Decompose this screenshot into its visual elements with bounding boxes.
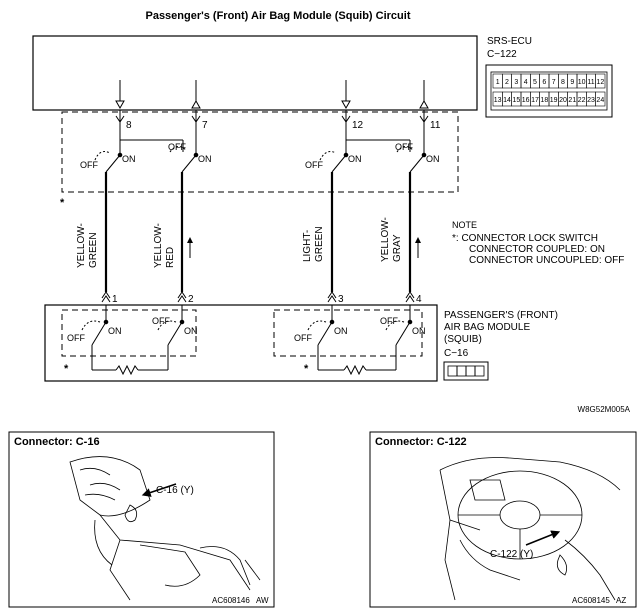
switch-on-label: ON [334, 326, 348, 336]
switch-off-label: OFF [67, 333, 85, 343]
ecu-pin-number: 12 [596, 79, 604, 86]
ecu-connector-label: C−122 [487, 49, 517, 60]
ecu-pin-number: 6 [542, 79, 546, 86]
ecu-pin-number: 19 [550, 97, 558, 104]
panel-right-code-suffix: AZ [616, 596, 626, 605]
srs-ecu-box [32, 35, 478, 111]
wire-2-color: YELLOW- [153, 223, 164, 268]
ecu-pin-number: 10 [578, 79, 586, 86]
ecu-pin-number: 5 [533, 79, 537, 86]
ecu-pin-number: 17 [531, 97, 539, 104]
wire-1-color-2: GREEN [88, 232, 99, 268]
note-line-2: CONNECTOR COUPLED: ON [469, 244, 605, 255]
panel-left-code-suffix: AW [256, 596, 269, 605]
switch-off-label: OFF [294, 333, 312, 343]
module-asterisk: * [304, 363, 309, 375]
callout-arrow-right [525, 530, 561, 546]
switch-on-label: ON [348, 154, 362, 164]
ecu-pin-number: 23 [587, 97, 595, 104]
ecu-terminal-8: 8 [126, 120, 132, 131]
ecu-pin-number: 21 [568, 97, 576, 104]
ecu-lock-switches [94, 139, 427, 173]
air-bag-module-box [44, 304, 438, 382]
module-terminal-4: 4 [416, 294, 422, 305]
ecu-asterisk: * [60, 197, 65, 209]
ecu-pin-number: 11 [587, 79, 594, 86]
ecu-terminal-12: 12 [352, 120, 364, 131]
panel-left-code: AC608146 [212, 596, 250, 605]
wire-3-color-2: GREEN [314, 226, 325, 262]
switch-off-label: OFF [305, 160, 323, 170]
ecu-pin-number: 14 [503, 97, 511, 104]
connector-c16-panel [8, 431, 275, 608]
ecu-terminal-11: 11 [430, 120, 441, 131]
switch-on-label: ON [198, 154, 212, 164]
ecu-pin-cell [595, 73, 606, 89]
module-connector-face [443, 361, 489, 381]
panel-right-title: Connector: C-122 [375, 436, 467, 448]
wire-1-color: YELLOW- [76, 223, 87, 268]
module-switch-region-right [273, 309, 423, 357]
current-arrows [187, 237, 421, 258]
panel-left-callout: C-16 (Y) [156, 485, 194, 496]
switch-on-label: ON [184, 326, 198, 336]
ecu-pin-number: 7 [552, 79, 556, 86]
module-connector-label: C−16 [444, 348, 469, 359]
panel-left-title: Connector: C-16 [14, 436, 100, 448]
switch-off-label: OFF [380, 316, 398, 326]
callout-arrow-left [141, 483, 177, 497]
ecu-pin-number: 20 [559, 97, 567, 104]
wire-4-color-2: GRAY [392, 234, 403, 262]
ecu-pin-number: 22 [578, 97, 586, 104]
note-heading: NOTE [452, 220, 477, 230]
module-terminal-1: 1 [112, 294, 118, 305]
ecu-pin-number: 2 [505, 79, 509, 86]
harness-wires [104, 172, 412, 292]
ecu-pin-number: 4 [524, 79, 528, 86]
dashboard-illustration-left [69, 456, 261, 601]
ecu-terminal-7: 7 [202, 120, 208, 131]
ecu-pin-number: 1 [496, 79, 500, 86]
wire-3-color: LIGHT- [302, 230, 313, 262]
module-terminal-2: 2 [188, 294, 194, 305]
diagram-code: W8G52M005A [578, 405, 631, 414]
switch-on-label: ON [426, 154, 440, 164]
ecu-pin-number: 8 [561, 79, 565, 86]
module-name-line-3: (SQUIB) [444, 334, 482, 345]
module-name-line-1: PASSENGER'S (FRONT) [444, 310, 558, 321]
module-terminal-3: 3 [338, 294, 344, 305]
wire-4-color: YELLOW- [380, 217, 391, 262]
diagram-title: Passenger's (Front) Air Bag Module (Squi… [145, 10, 410, 22]
switch-off-label: OFF [395, 142, 413, 152]
ecu-switch-region [61, 111, 459, 193]
switch-off-label: OFF [152, 316, 170, 326]
module-switches [81, 305, 413, 376]
connector-c122-panel [369, 431, 637, 608]
module-asterisk: * [64, 363, 69, 375]
ecu-pin-cell [595, 91, 606, 107]
ecu-pin-number: 16 [522, 97, 530, 104]
ecu-pin-number: 9 [570, 79, 574, 86]
note-line-3: CONNECTOR UNCOUPLED: OFF [469, 255, 624, 266]
switch-on-label: ON [122, 154, 136, 164]
ecu-pin-number: 3 [514, 79, 518, 86]
switch-off-label: OFF [168, 142, 186, 152]
ecu-pin-number: 15 [512, 97, 520, 104]
wire-2-color-2: RED [165, 247, 176, 268]
ecu-pin-number: 18 [540, 97, 548, 104]
switch-on-label: ON [108, 326, 122, 336]
ecu-pin-number: 24 [596, 97, 604, 104]
module-connector-terminals [101, 291, 415, 303]
note-line-1: *: CONNECTOR LOCK SWITCH [452, 233, 598, 244]
steering-illustration-right [439, 457, 621, 601]
panel-right-code: AC608145 [572, 596, 610, 605]
switch-on-label: ON [412, 326, 426, 336]
module-name-line-2: AIR BAG MODULE [444, 322, 530, 333]
ecu-name: SRS-ECU [487, 36, 532, 47]
panel-right-callout: C-122 (Y) [490, 549, 533, 560]
switch-off-label: OFF [80, 160, 98, 170]
ecu-pin-number: 13 [494, 97, 502, 104]
